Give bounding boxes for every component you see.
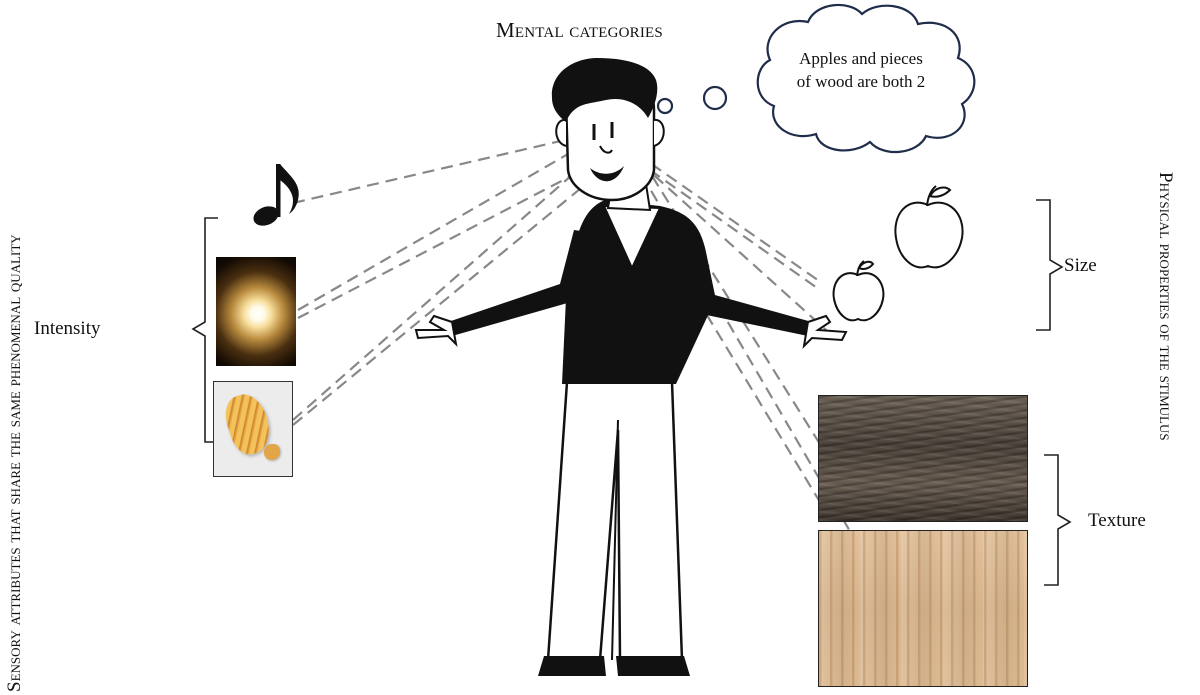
small-apple-icon (834, 261, 884, 320)
size-label: Size (1064, 255, 1097, 277)
intensity-label: Intensity (34, 318, 101, 340)
person-figure (416, 58, 846, 676)
potato-chip-photo (213, 381, 293, 477)
large-apple-icon (895, 186, 962, 267)
thought-bubble-text: Apples and pieces of wood are both 2 (772, 47, 950, 93)
music-note-icon (251, 164, 299, 229)
diagram-title: Mental categories (496, 18, 663, 43)
right-axis-caption: Physical properties of the stimulus (1154, 172, 1176, 441)
texture-bracket (1044, 455, 1070, 585)
size-bracket (1036, 200, 1062, 330)
left-axis-caption: Sensory attributes that share the same p… (4, 234, 26, 692)
dark-wood-photo (818, 395, 1028, 522)
potato-chip-crumb (264, 444, 280, 460)
texture-label: Texture (1088, 510, 1146, 532)
bright-light-photo (216, 257, 296, 366)
thought-line-2: of wood are both 2 (772, 70, 950, 93)
light-wood-photo (818, 530, 1028, 687)
thought-line-1: Apples and pieces (772, 47, 950, 70)
